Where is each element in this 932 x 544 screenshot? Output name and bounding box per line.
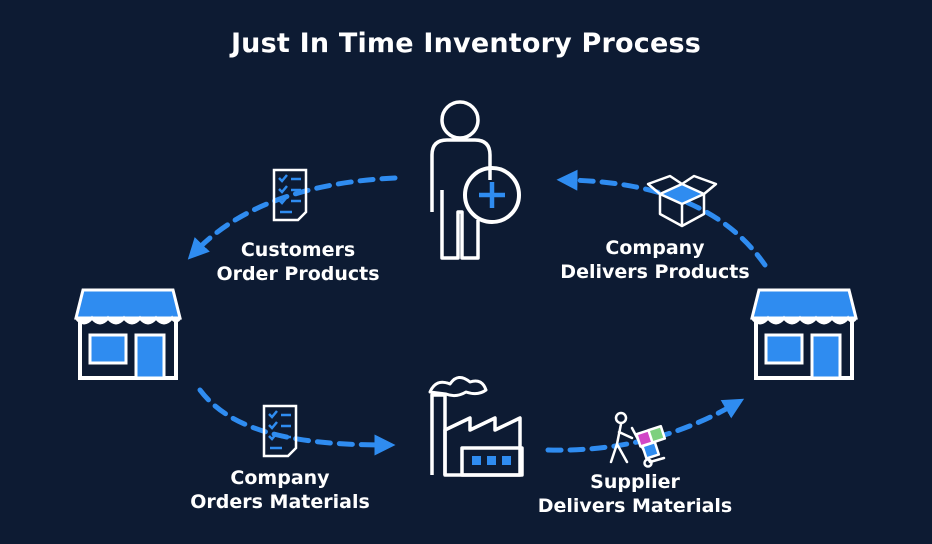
checklist-icon-bottom: [262, 404, 298, 458]
label-company-delivers-products: Company Delivers Products: [560, 236, 750, 284]
label-line-2: Delivers Materials: [537, 495, 733, 517]
label-line-2: Order Products: [216, 263, 380, 285]
label-line-1: Customers: [240, 239, 356, 261]
label-supplier-delivers-materials: Supplier Delivers Materials: [537, 470, 733, 518]
store-icon-right: [750, 288, 858, 380]
label-line-2: Orders Materials: [190, 491, 370, 513]
person-plus-icon: [430, 100, 521, 260]
open-box-icon: [646, 174, 718, 228]
diagram-title: Just In Time Inventory Process: [230, 28, 702, 59]
factory-icon: [428, 376, 524, 477]
label-company-orders-materials: Company Orders Materials: [190, 466, 370, 514]
arrow-customer-to-store: [187, 175, 398, 260]
arrow-store-to-customer: [556, 169, 768, 268]
arrow-store-to-factory: [197, 387, 396, 456]
label-line-1: Company: [605, 237, 705, 259]
label-line-1: Supplier: [590, 471, 680, 493]
checklist-icon-top: [272, 168, 308, 222]
label-line-1: Company: [230, 467, 330, 489]
store-icon-left: [74, 288, 182, 380]
label-customers-order-products: Customers Order Products: [208, 238, 388, 286]
label-line-2: Delivers Products: [560, 261, 750, 283]
hand-truck-icon: [609, 411, 667, 468]
